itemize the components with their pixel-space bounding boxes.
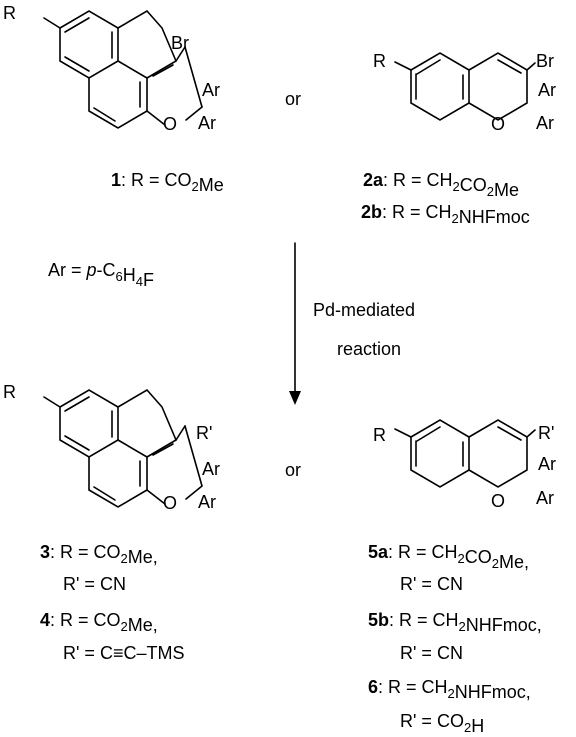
oxygen-atom-label: O (491, 114, 505, 134)
compound-6-label: 6: R = CH2NHFmoc, (368, 677, 531, 702)
r-atom-label: R (373, 425, 386, 445)
compound-2b-label: 2b: R = CH2NHFmoc (361, 202, 530, 227)
reaction-arrow (289, 242, 301, 405)
compound-2a-label: 2a: R = CH2CO2Me (363, 170, 519, 200)
arrow-condition-line-1: Pd-mediated (313, 300, 415, 320)
oxygen-atom-label: O (163, 114, 177, 134)
ar-atom-label: Ar (202, 80, 220, 100)
compound-1-label: 1: R = CO2Me (111, 170, 224, 195)
ar-definition: Ar = p-C6H4F (48, 260, 154, 290)
compound-3-label: 3: R = CO2Me, (40, 542, 158, 567)
structure-1-naphthopyran (43, 9, 203, 129)
ar-atom-label: Ar (536, 488, 554, 508)
ar-atom-label: Ar (538, 80, 556, 100)
oxygen-atom-label: O (163, 493, 177, 513)
structure-5-6-chromene (394, 419, 536, 488)
r-atom-label: R (3, 3, 16, 23)
structure-3-4-naphthopyran (43, 388, 203, 508)
compound-5b-r-prime: R' = CN (400, 643, 463, 663)
oxygen-atom-label: O (491, 491, 505, 511)
compound-4-r-prime: R' = C≡C–TMS (63, 643, 184, 663)
connector-or: or (285, 460, 301, 480)
compound-6-r-prime: R' = CO2H (400, 711, 484, 736)
ar-atom-label: Ar (538, 454, 556, 474)
compound-4-label: 4: R = CO2Me, (40, 610, 158, 635)
br-atom-label: Br (536, 51, 554, 71)
r-atom-label: R (3, 382, 16, 402)
connector-or: or (285, 89, 301, 109)
compound-5a-label: 5a: R = CH2CO2Me, (368, 542, 529, 572)
r-prime-atom-label: R' (538, 423, 554, 443)
r-atom-label: R (373, 51, 386, 71)
compound-3-r-prime: R' = CN (63, 574, 126, 594)
r-prime-atom-label: R' (196, 423, 212, 443)
br-atom-label: Br (171, 33, 189, 53)
compound-5a-r-prime: R' = CN (400, 574, 463, 594)
ar-atom-label: Ar (198, 492, 216, 512)
ar-atom-label: Ar (198, 113, 216, 133)
ar-atom-label: Ar (536, 113, 554, 133)
structure-2-chromene (394, 52, 536, 121)
ar-atom-label: Ar (202, 459, 220, 479)
compound-5b-label: 5b: R = CH2NHFmoc, (368, 610, 542, 635)
arrow-condition-line-2: reaction (337, 339, 401, 359)
